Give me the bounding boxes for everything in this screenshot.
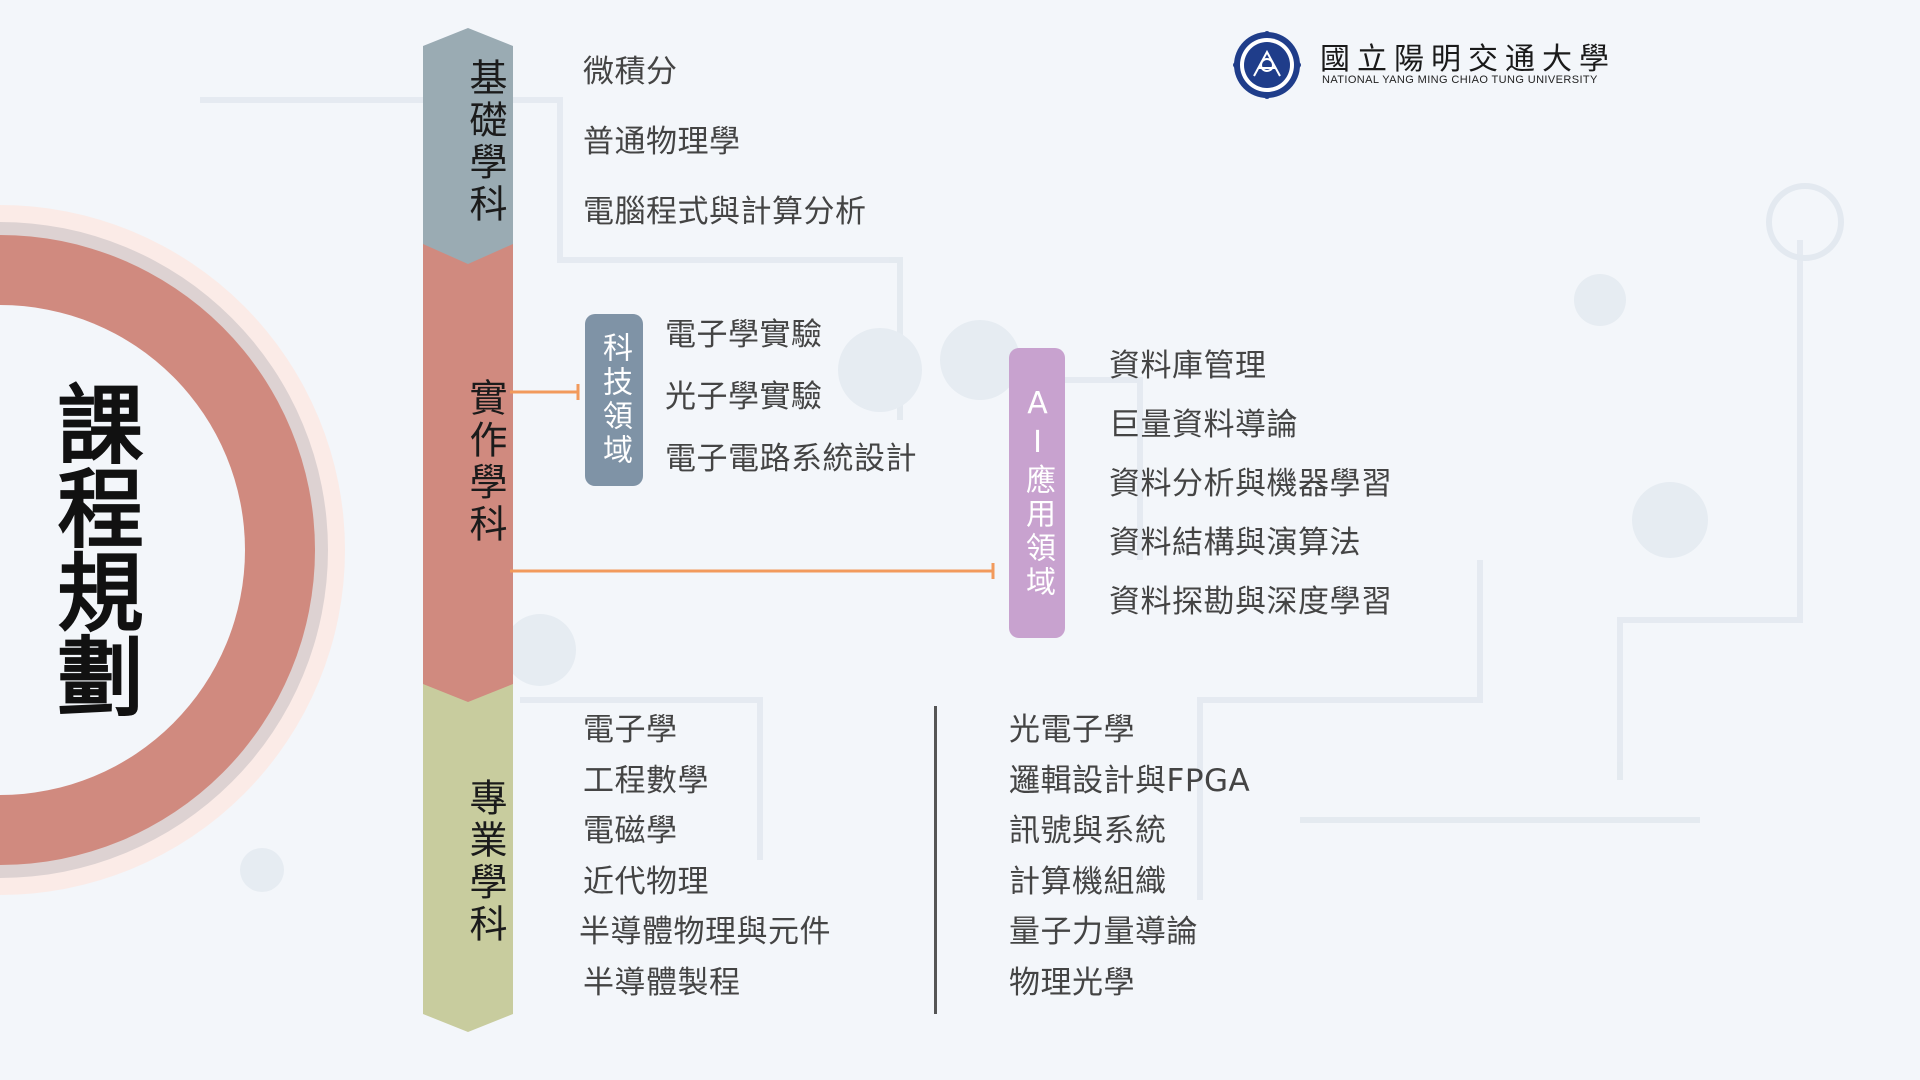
ai-domain-label: AI應用領域: [1020, 386, 1055, 600]
ai-domain-badge: AI應用領域: [1009, 348, 1065, 638]
tech-course: 電子電路系統設計: [665, 441, 917, 477]
professional-course: 計算機組織: [1009, 864, 1167, 900]
category-basic: 基礎學科: [463, 58, 507, 226]
university-seal-icon: [1233, 31, 1301, 99]
ai-course: 巨量資料導論: [1109, 407, 1298, 443]
page-title: 課程規劃: [42, 380, 142, 716]
professional-course: 物理光學: [1009, 965, 1135, 1001]
professional-course: 光電子學: [1009, 712, 1135, 748]
professional-course: 邏輯設計與FPGA: [1009, 763, 1251, 799]
tech-domain-label: 科技領域: [597, 332, 632, 468]
ai-course: 資料探勘與深度學習: [1109, 584, 1393, 620]
basic-course: 電腦程式與計算分析: [583, 194, 867, 230]
tech-domain-badge: 科技領域: [585, 314, 643, 486]
university-name-cn: 國立陽明交通大學: [1320, 42, 1616, 77]
ai-course: 資料結構與演算法: [1109, 525, 1361, 561]
category-practice: 實作學科: [463, 378, 507, 546]
connectors: [510, 384, 995, 579]
university-name-en: NATIONAL YANG MING CHIAO TUNG UNIVERSITY: [1322, 74, 1598, 86]
basic-course: 微積分: [583, 54, 678, 90]
column-divider: [934, 706, 937, 1014]
basic-course: 普通物理學: [583, 124, 741, 160]
professional-course: 電子學: [583, 712, 678, 748]
category-professional: 專業學科: [463, 778, 507, 946]
professional-course: 量子力量導論: [1009, 914, 1198, 950]
decorative-ring: [0, 205, 345, 895]
ai-course: 資料庫管理: [1109, 348, 1267, 384]
professional-course: 電磁學: [583, 813, 678, 849]
tech-course: 光子學實驗: [665, 379, 823, 415]
professional-course: 半導體製程: [583, 965, 741, 1001]
professional-course: 近代物理: [583, 864, 709, 900]
tech-course: 電子學實驗: [665, 317, 823, 353]
category-bar: [423, 28, 513, 1032]
ai-course: 資料分析與機器學習: [1109, 466, 1393, 502]
professional-course: 半導體物理與元件: [579, 914, 831, 950]
professional-course: 工程數學: [583, 763, 709, 799]
professional-course: 訊號與系統: [1009, 813, 1167, 849]
